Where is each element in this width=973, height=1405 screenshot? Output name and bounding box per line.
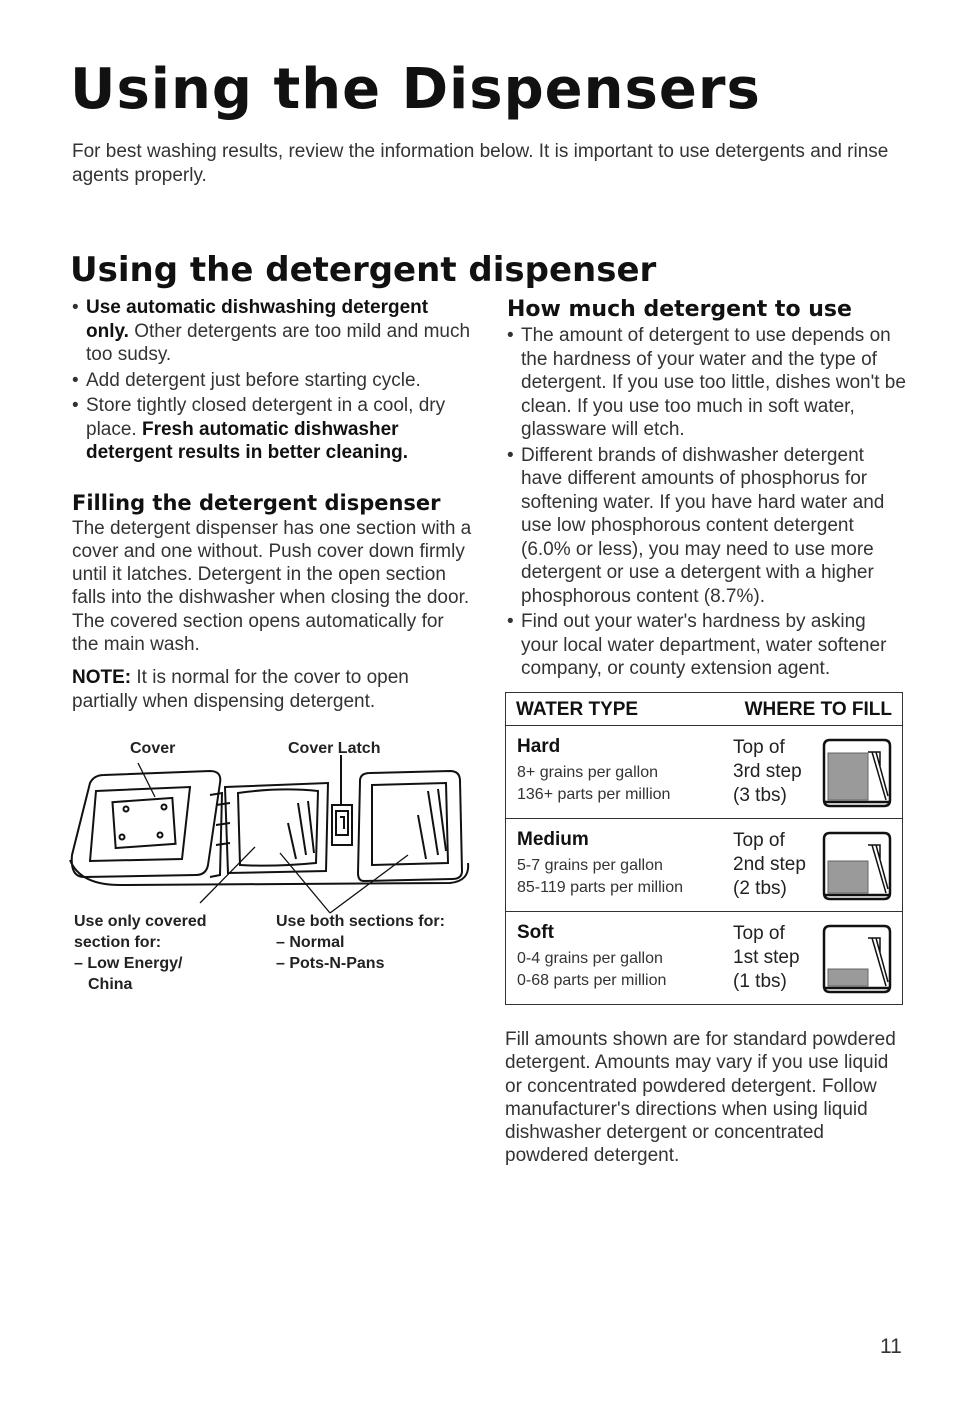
fill-instruction: Top of 2nd step (2 tbs)	[733, 830, 806, 899]
grains-per-gallon: 5-7 grains per gallon	[517, 857, 663, 874]
page-number: 11	[880, 1335, 902, 1358]
dispenser-illustration	[69, 755, 470, 914]
filling-note: NOTE: It is normal for the cover to open…	[72, 667, 409, 712]
caption-both-sections: Use both sections for: – Normal – Pots-N…	[276, 913, 445, 972]
list-item: •Store tightly closed detergent in a coo…	[72, 395, 446, 463]
filling-heading: Filling the detergent dispenser	[72, 490, 441, 515]
dispenser-diagram: Cover Cover Latch Use only covered secti…	[60, 735, 480, 1015]
table-row: Soft 0-4 grains per gallon 0-68 parts pe…	[506, 912, 902, 1004]
right-column: How much detergent to use •The amount of…	[507, 296, 907, 683]
list-item: •Different brands of dishwasher detergen…	[507, 444, 885, 607]
water-type-name: Hard	[517, 736, 561, 757]
intro-text: For best washing results, review the inf…	[72, 141, 889, 186]
table-row: Medium 5-7 grains per gallon 85-119 part…	[506, 819, 902, 912]
page-title: Using the Dispensers	[70, 57, 761, 122]
caption-covered-section: Use only covered section for: – Low Ener…	[74, 913, 207, 993]
parts-per-million: 136+ parts per million	[517, 786, 671, 803]
detergent-bullets: •Use automatic dishwashing detergent onl…	[72, 296, 472, 465]
list-item: •The amount of detergent to use depends …	[507, 325, 906, 440]
parts-per-million: 85-119 parts per million	[517, 879, 684, 896]
detergent-cup-icon	[822, 831, 892, 901]
bullet-icon: •	[72, 395, 79, 416]
list-item: •Add detergent just before starting cycl…	[72, 369, 421, 391]
bullet-icon: •	[507, 611, 514, 632]
how-much-bullets: •The amount of detergent to use depends …	[507, 324, 907, 681]
bullet-icon: •	[507, 444, 514, 466]
parts-per-million: 0-68 parts per million	[517, 972, 667, 989]
left-column: •Use automatic dishwashing detergent onl…	[72, 296, 472, 713]
label-cover: Cover	[130, 740, 176, 757]
water-type-name: Medium	[517, 829, 589, 850]
grains-per-gallon: 8+ grains per gallon	[517, 764, 658, 781]
table-header: WATER TYPE WHERE TO FILL	[506, 693, 902, 726]
fill-amount-note: Fill amounts shown are for standard powd…	[505, 1029, 896, 1167]
bullet-icon: •	[507, 325, 514, 346]
list-item: •Use automatic dishwashing detergent onl…	[72, 297, 471, 365]
detergent-cup-icon	[822, 738, 892, 808]
bullet-icon: •	[72, 297, 79, 318]
table-row: Hard 8+ grains per gallon 136+ parts per…	[506, 726, 902, 819]
fill-instruction: Top of 3rd step (3 tbs)	[733, 737, 802, 806]
header-where-to-fill: WHERE TO FILL	[744, 699, 892, 720]
fill-instruction: Top of 1st step (1 tbs)	[733, 923, 800, 992]
grains-per-gallon: 0-4 grains per gallon	[517, 950, 663, 967]
water-hardness-table: WATER TYPE WHERE TO FILL Hard 8+ grains …	[505, 692, 903, 1005]
detergent-cup-icon	[822, 924, 892, 994]
water-type-name: Soft	[517, 922, 554, 943]
list-item: •Find out your water's hardness by askin…	[507, 611, 887, 679]
bullet-icon: •	[72, 369, 79, 391]
filling-body: The detergent dispenser has one section …	[72, 517, 472, 655]
how-much-heading: How much detergent to use	[507, 297, 852, 322]
detergent-section-heading: Using the detergent dispenser	[70, 250, 657, 290]
label-cover-latch: Cover Latch	[288, 740, 381, 757]
header-water-type: WATER TYPE	[516, 699, 639, 720]
